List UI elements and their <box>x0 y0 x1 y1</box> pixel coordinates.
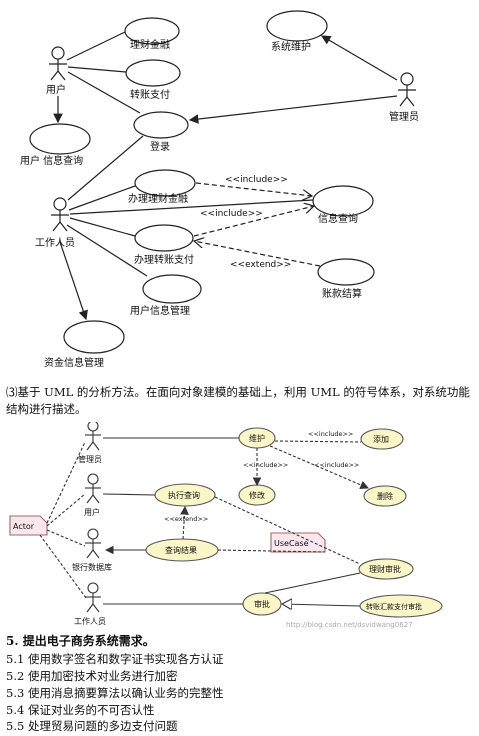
label-maintain: 系统维护 <box>271 40 311 53</box>
label2-transaudit: 转账汇款支付审批 <box>366 602 422 611</box>
label-include-2: <<include>> <box>200 209 263 219</box>
usecase-usermgmt <box>142 274 202 304</box>
use-case-diagram-1: 用户 管理员 工作人员 理财金融 转账支付 系统维护 登录 用户 信息查询 办理… <box>20 10 419 369</box>
label-settle: 账款结算 <box>322 287 362 300</box>
label-actor-worker: 工作人员 <box>35 237 75 249</box>
usecase-fundmgmt <box>63 320 125 354</box>
label2-include-1: <<include>> <box>308 430 353 438</box>
label2-worker: 工作人员 <box>74 616 106 626</box>
label-actor-user: 用户 <box>46 83 66 96</box>
actor-user <box>49 46 67 81</box>
section-heading: 5. 提出电子商务系统需求。 <box>6 634 155 648</box>
watermark: http://blog.csdn.net/dsvidwang0627 <box>286 621 413 629</box>
label2-maintain: 维护 <box>249 433 265 443</box>
label2-finaudit: 理财审批 <box>369 564 401 574</box>
label-transfer: 转账支付 <box>130 88 170 101</box>
usecase2-finaudit <box>358 558 414 580</box>
label-handle-transfer: 办理转账支付 <box>134 253 194 266</box>
actor2-worker <box>85 582 101 613</box>
label2-include-2: <<include>> <box>243 461 288 469</box>
label-actor-admin: 管理员 <box>389 110 419 123</box>
usecase-login <box>133 111 189 139</box>
label-fundmgmt: 资金信息管理 <box>44 356 104 369</box>
label2-bankdb: 银行数据库 <box>72 562 112 572</box>
label2-admin: 管理员 <box>78 454 102 464</box>
label2-execquery: 执行查询 <box>168 490 200 500</box>
note-actor <box>9 515 48 536</box>
actor2-admin <box>85 422 101 451</box>
note-usecase-text: UseCase <box>274 539 309 548</box>
label2-extend: <<extend>> <box>164 515 208 523</box>
requirement-item: 5.4 保证对业务的不可否认性 <box>6 703 155 717</box>
requirement-item: 5.2 使用加密技术对业务进行加密 <box>6 669 178 683</box>
usecase2-add <box>360 428 404 450</box>
label2-approve: 审批 <box>254 599 270 609</box>
usecase-maintain <box>266 10 328 42</box>
usecase-finance <box>124 17 180 45</box>
analysis-paragraph: ⑶基于 UML 的分析方法。在面向对象建模的基础上，利用 UML 的符号体系，对… <box>6 385 470 416</box>
label-infoquery: 信息查询 <box>318 212 358 225</box>
label2-include-3: <<include>> <box>314 461 359 469</box>
actor-worker <box>51 197 69 232</box>
label-handle-finance: 办理理财金融 <box>128 192 188 205</box>
usecase-transfer <box>125 59 181 87</box>
label2-add: 添加 <box>373 434 389 444</box>
label-finance: 理财金融 <box>130 38 170 51</box>
usecase-handle-transfer <box>134 224 194 252</box>
usecase-infoquery <box>312 185 374 217</box>
usecase-handle-finance <box>134 169 196 197</box>
label2-modify: 修改 <box>249 490 265 500</box>
usecase-userquery <box>29 123 91 155</box>
note-actor-text: Actor <box>13 522 35 531</box>
note-usecase <box>270 532 326 553</box>
actor-admin <box>398 72 416 107</box>
label-userquery: 用户 信息查询 <box>20 154 83 167</box>
requirement-item: 5.1 使用数字签名和数字证书实现各方认证 <box>6 652 224 666</box>
label2-delete: 删除 <box>377 491 393 501</box>
requirement-item: 5.5 处理贸易问题的多边支付问题 <box>6 719 178 733</box>
usecase2-delete <box>363 485 407 507</box>
label-include-1: <<include>> <box>225 175 288 185</box>
label-login: 登录 <box>150 140 170 153</box>
use-case-diagram-2: 管理员 用户 银行数据库 工作人员 Actor UseCase 维护 添加 修改… <box>9 422 443 629</box>
actor2-bankdb <box>85 528 101 559</box>
requirement-item: 5.3 使用消息摘要算法以确认业务的完整性 <box>6 686 224 700</box>
label-usermgmt: 用户信息管理 <box>130 304 190 317</box>
label2-queryresult: 查询结果 <box>165 545 197 555</box>
label-extend: <<extend>> <box>230 260 291 270</box>
usecase-settle <box>317 258 375 286</box>
actor2-user <box>85 473 101 504</box>
label2-user: 用户 <box>84 507 100 517</box>
